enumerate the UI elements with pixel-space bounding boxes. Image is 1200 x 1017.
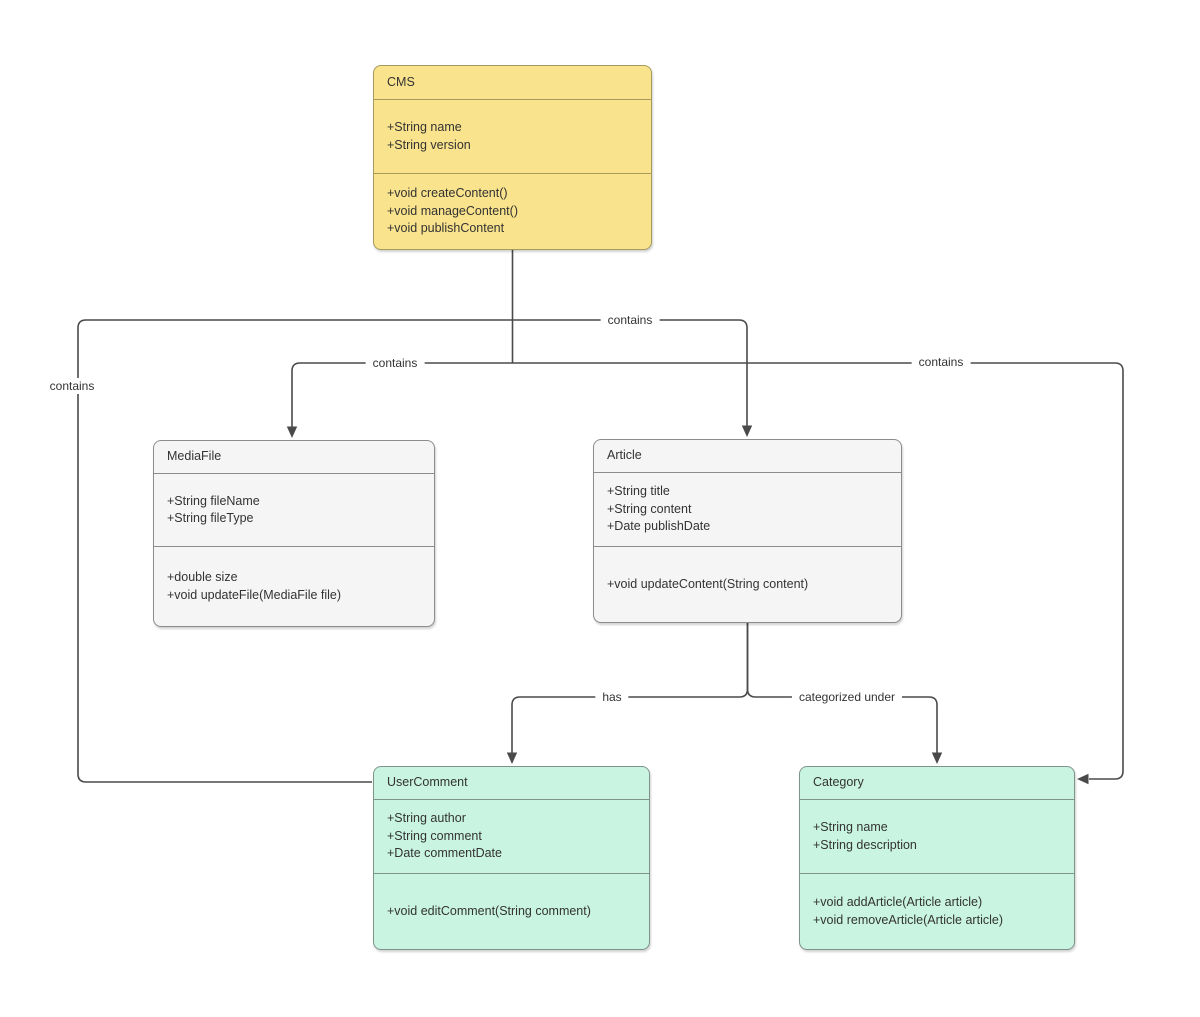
method: +void addArticle(Article article) (813, 895, 983, 909)
class-cms-methods: +void createContent() +void manageConten… (374, 173, 651, 249)
arrowhead-mediafile (286, 426, 298, 438)
arrowhead-category-right (1077, 773, 1089, 785)
connector-cms-usercomment[interactable] (77, 319, 513, 783)
arrowhead-article (741, 425, 753, 437)
class-category[interactable]: Category +String name +String descriptio… (799, 766, 1075, 950)
arrowhead-usercomment (506, 752, 518, 764)
attribute: +String content (607, 501, 692, 516)
attribute: +String fileName (167, 493, 260, 508)
attribute: +String name (387, 120, 462, 134)
method: +void updateContent(String content) (607, 576, 809, 591)
attribute: +String title (607, 484, 670, 499)
class-cms[interactable]: CMS +String name +String version +void c… (373, 65, 652, 250)
attribute: +Date publishDate (607, 519, 711, 534)
class-category-name: Category (813, 775, 864, 790)
attribute: +String fileType (167, 511, 254, 525)
attribute: +String name (813, 820, 888, 834)
attribute: +String version (387, 137, 471, 152)
method: +void removeArticle(Article article) (813, 912, 1003, 927)
connector-article-category[interactable] (746, 623, 938, 753)
method: +void createContent() (387, 186, 508, 201)
method: +double size (167, 570, 238, 584)
class-cms-attributes: +String name +String version (374, 99, 651, 173)
class-mediafile-name: MediaFile (167, 449, 222, 464)
class-usercomment-attributes: +String author +String comment +Date com… (374, 799, 649, 873)
arrowhead-category-top (931, 752, 943, 764)
method: +void updateFile(MediaFile file) (167, 587, 342, 602)
method: +void editComment(String comment) (387, 903, 591, 918)
attribute: +String author (387, 811, 466, 826)
class-category-attributes: +String name +String description (800, 799, 1074, 873)
edge-label-cms-usercomment[interactable]: contains (42, 378, 102, 394)
connector-cms-article[interactable] (512, 319, 748, 426)
class-article[interactable]: Article +String title +String content +D… (593, 439, 902, 623)
connector-cms-category[interactable] (512, 362, 1124, 780)
connector-cms-mediafile[interactable] (291, 362, 513, 427)
class-article-name: Article (607, 448, 642, 463)
class-mediafile-methods: +double size +void updateFile(MediaFile … (154, 546, 434, 626)
class-category-methods: +void addArticle(Article article) +void … (800, 873, 1074, 949)
edge-label-cms-article[interactable]: contains (600, 312, 660, 328)
attribute: +Date commentDate (387, 846, 502, 861)
class-article-methods: +void updateContent(String content) (594, 546, 901, 622)
class-mediafile-attributes: +String fileName +String fileType (154, 473, 434, 546)
edge-label-cms-category[interactable]: contains (911, 354, 971, 370)
edge-label-article-category[interactable]: categorized under (791, 689, 903, 705)
attribute: +String description (813, 837, 917, 852)
method: +void publishContent (387, 221, 505, 236)
class-cms-name: CMS (387, 74, 415, 89)
class-usercomment-methods: +void editComment(String comment) (374, 873, 649, 949)
class-mediafile[interactable]: MediaFile +String fileName +String fileT… (153, 440, 435, 627)
class-article-attributes: +String title +String content +Date publ… (594, 472, 901, 546)
class-usercomment-name: UserComment (387, 775, 468, 790)
attribute: +String comment (387, 828, 482, 843)
edge-label-cms-mediafile[interactable]: contains (365, 355, 425, 371)
connector-article-usercomment[interactable] (511, 623, 749, 753)
class-usercomment[interactable]: UserComment +String author +String comme… (373, 766, 650, 950)
edge-label-article-usercomment[interactable]: has (595, 689, 629, 705)
method: +void manageContent() (387, 203, 518, 218)
